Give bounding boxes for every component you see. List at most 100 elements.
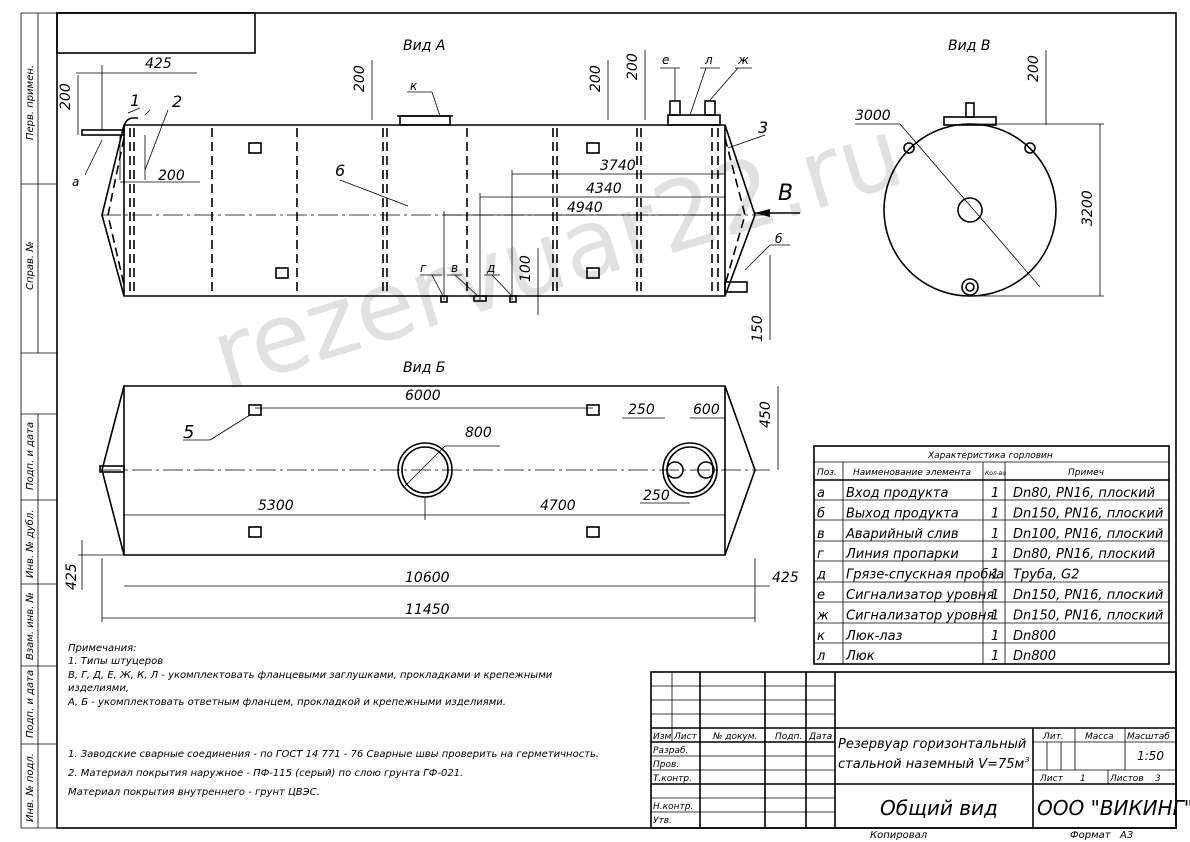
table-cell-name: Аварийный слив	[845, 527, 959, 542]
stamp-doc-title: Общий вид	[880, 796, 998, 820]
frame-border	[56, 12, 1177, 829]
table-cell-note: Dn100, PN16, плоский	[1013, 527, 1163, 542]
stamp-razrab: Разраб.	[653, 746, 688, 756]
dim-5300: 5300	[258, 498, 294, 514]
dim-150: 150	[750, 315, 766, 342]
table-cell-note: Dn80, PN16, плоский	[1013, 486, 1155, 501]
table-cell-qty: 1	[991, 568, 999, 583]
table-cell-note: Dn150, PN16, плоский	[1013, 608, 1163, 623]
table-cell-note: Труба, G2	[1013, 568, 1079, 583]
pos-6: 6	[335, 161, 345, 180]
pos-zh: ж	[737, 53, 749, 67]
stamp-lit: Лит.	[1042, 732, 1064, 742]
stamp-format-label: Формат	[1070, 830, 1112, 841]
table-cell-note: Dn800	[1013, 649, 1056, 664]
stamp-format: А3	[1119, 830, 1133, 841]
side-strip: Перв. примен. Справ. № Подп. и дата Инв.…	[20, 12, 57, 829]
pos-b: б	[775, 232, 783, 246]
stamp-tkontr: Т.контр.	[653, 774, 692, 784]
pos-3: 3	[758, 118, 768, 137]
side-label-1: Справ. №	[25, 241, 36, 290]
nozzle-b	[724, 281, 748, 293]
stamp-sheets-num: 3	[1155, 774, 1161, 784]
table-cell-name: Сигнализатор уровня	[846, 608, 994, 623]
manhole-l-top	[662, 442, 718, 498]
table-cell-pos: г	[817, 547, 824, 562]
dim-4340: 4340	[586, 181, 622, 197]
title-block: Изм Лист № докум. Подп. Дата Разраб. Про…	[650, 671, 1190, 841]
table-cell-name: Вход продукта	[846, 486, 948, 501]
table-cell-qty: 1	[991, 547, 999, 562]
side-label-5: Подп. и дата	[25, 670, 36, 738]
pos-k: к	[410, 79, 418, 93]
dim-200-v: 200	[1026, 55, 1042, 82]
dim-600: 600	[693, 402, 720, 418]
stamp-massa: Масса	[1085, 732, 1114, 742]
dim-425-right: 425	[772, 570, 799, 586]
pos-a: а	[72, 175, 79, 189]
view-b-title: Вид Б	[403, 360, 445, 376]
table-header-note: Примеч	[1068, 468, 1104, 478]
view-v: Вид В 3000 200 3200	[855, 38, 1104, 297]
stamp-kopiroval: Копировал	[870, 830, 928, 841]
dim-3740: 3740	[600, 158, 636, 174]
table-cell-qty: 1	[991, 527, 999, 542]
side-label-6: Инв. № подл.	[25, 753, 36, 822]
stamp-sheets-label: Листов	[1109, 774, 1144, 784]
table-title: Характеристика горловин	[927, 451, 1053, 461]
table-cell-qty: 1	[991, 649, 999, 664]
dim-10600: 10600	[405, 570, 450, 586]
manhole-l	[667, 114, 721, 126]
note-line: Примечания:	[68, 643, 137, 654]
note-line: Материал покрытия внутреннего - грунт ЦВ…	[68, 787, 320, 798]
stamp-title-line1: Резервуар горизонтальный	[838, 737, 1026, 752]
table-cell-pos: к	[817, 629, 825, 644]
table-cell-name: Люк-лаз	[845, 629, 903, 644]
arrow-b-label: В	[778, 181, 793, 206]
table-cell-note: Dn150, PN16, плоский	[1013, 588, 1163, 603]
dim-200-inner: 200	[158, 168, 185, 184]
dim-200-k: 200	[352, 65, 368, 92]
side-label-0: Перв. примен.	[25, 65, 36, 140]
table-cell-qty: 1	[991, 486, 999, 501]
table-cell-pos: е	[817, 588, 825, 603]
note-line: 1. Заводские сварные соединения - по ГОС…	[68, 749, 599, 760]
view-v-title: Вид В	[948, 38, 990, 54]
table-cell-note: Dn80, PN16, плоский	[1013, 547, 1155, 562]
notes: Примечания: 1. Типы штуцеров В, Г, Д, Е,…	[67, 643, 599, 798]
table-header-name: Наименование элемента	[853, 468, 971, 478]
stamp-title-line2: стальной наземный V=75м	[838, 757, 1025, 772]
table-cell-pos: ж	[816, 608, 829, 623]
table-cell-name: Сигнализатор уровня	[846, 588, 994, 603]
dim-4940: 4940	[567, 200, 603, 216]
table-cell-pos: а	[817, 486, 825, 501]
dim-800: 800	[465, 425, 492, 441]
dim-450: 450	[758, 401, 774, 428]
table-cell-qty: 1	[991, 629, 999, 644]
dim-200-e: 200	[588, 65, 604, 92]
table-cell-name: Линия пропарки	[845, 547, 959, 562]
stamp-company: ООО "ВИКИНГ"	[1037, 796, 1190, 820]
table-header-pos: Поз.	[817, 468, 837, 478]
table-cell-qty: 1	[991, 608, 999, 623]
stamp-ndoc: № докум.	[712, 732, 757, 742]
dim-425-left: 425	[64, 563, 80, 590]
table-cell-note: Dn150, PN16, плоский	[1013, 506, 1163, 521]
view-b: Вид Б 6000 5 800 250 600 450 5300 4700	[64, 360, 799, 622]
pos-e: е	[662, 53, 669, 67]
table-cell-pos: д	[816, 568, 826, 583]
stamp-data: Дата	[808, 732, 832, 742]
nozzle-table: Характеристика горловин Поз. Наименовани…	[813, 445, 1170, 665]
dim-3200: 3200	[1080, 190, 1096, 226]
table-cell-name: Грязе-спускная пробка	[846, 568, 1004, 583]
pos-v: в	[451, 261, 458, 275]
stamp-nkontr: Н.контр.	[653, 802, 693, 812]
note-line: изделиями,	[68, 683, 129, 694]
side-label-3: Инв. № дубл.	[24, 510, 36, 578]
dim-6000: 6000	[405, 388, 441, 404]
dim-200-left: 200	[58, 83, 74, 110]
dim-250-top: 250	[628, 402, 655, 418]
stamp-list: Лист	[673, 732, 698, 742]
side-label-2: Подп. и дата	[25, 422, 36, 490]
